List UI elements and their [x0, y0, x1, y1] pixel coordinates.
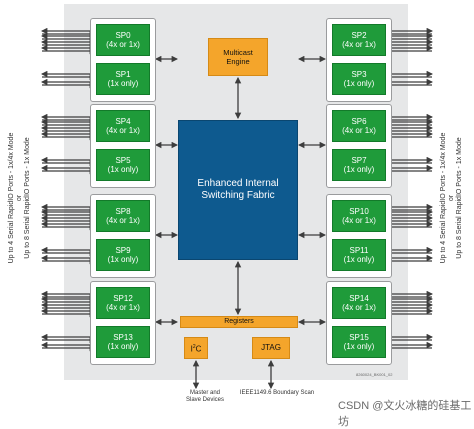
port-sp8: SP8 (4x or 1x): [96, 200, 150, 232]
port-mode: (1x only): [107, 255, 139, 264]
multicast-engine-block: Multicast Engine: [208, 38, 268, 76]
jtag-block: JTAG: [252, 337, 290, 359]
registers-label: Registers: [224, 318, 254, 325]
port-mode: (1x only): [107, 342, 139, 351]
port-mode: (4x or 1x): [342, 126, 376, 135]
port-name: SP9: [115, 245, 131, 255]
port-group-left-1: SP0 (4x or 1x) SP1 (1x only): [90, 18, 156, 102]
csdn-watermark: CSDN @文火冰糖的硅基工坊: [338, 400, 472, 428]
port-sp12: SP12 (4x or 1x): [96, 287, 150, 319]
port-sp3: SP3 (1x only): [332, 63, 386, 95]
port-sp14: SP14 (4x or 1x): [332, 287, 386, 319]
port-sp7: SP7 (1x only): [332, 149, 386, 181]
port-mode: (4x or 1x): [106, 126, 140, 135]
jtag-label: JTAG: [261, 343, 281, 352]
side-label-line2: or: [448, 194, 455, 202]
side-label-line3: Up to 8 Serial RapidIO Ports - 1x Mode: [456, 137, 463, 259]
port-group-right-4: SP14 (4x or 1x) SP15 (1x only): [326, 281, 392, 365]
port-mode: (1x only): [107, 79, 139, 88]
fabric-line2: Switching Fabric: [201, 190, 275, 201]
port-name: SP12: [113, 293, 133, 303]
right-side-label: Up to 4 Serial RapidIO Ports - 1x/4x Mod…: [440, 38, 464, 358]
port-group-left-2: SP4 (4x or 1x) SP5 (1x only): [90, 104, 156, 188]
port-mode: (1x only): [343, 165, 375, 174]
port-sp0: SP0 (4x or 1x): [96, 24, 150, 56]
fabric-line1: Enhanced Internal: [197, 178, 279, 189]
port-name: SP11: [349, 245, 369, 255]
port-mode: (4x or 1x): [342, 216, 376, 225]
port-sp1: SP1 (1x only): [96, 63, 150, 95]
left-side-label: Up to 4 Serial RapidIO Ports - 1x/4x Mod…: [8, 38, 32, 358]
port-group-right-1: SP2 (4x or 1x) SP3 (1x only): [326, 18, 392, 102]
port-name: SP5: [115, 155, 131, 165]
port-group-right-2: SP6 (4x or 1x) SP7 (1x only): [326, 104, 392, 188]
port-mode: (1x only): [343, 342, 375, 351]
port-mode: (4x or 1x): [106, 216, 140, 225]
side-label-line3: Up to 8 Serial RapidIO Ports - 1x Mode: [24, 137, 31, 259]
port-sp2: SP2 (4x or 1x): [332, 24, 386, 56]
port-mode: (4x or 1x): [342, 40, 376, 49]
port-name: SP7: [351, 155, 367, 165]
port-group-left-3: SP8 (4x or 1x) SP9 (1x only): [90, 194, 156, 278]
port-mode: (1x only): [107, 165, 139, 174]
port-name: SP6: [351, 116, 367, 126]
i2c-label: I2C: [185, 343, 207, 354]
port-sp9: SP9 (1x only): [96, 239, 150, 271]
i2c-block: I2C: [184, 337, 208, 359]
port-name: SP4: [115, 116, 131, 126]
side-label-line2: or: [16, 194, 23, 202]
i2c-base: I: [190, 344, 193, 354]
port-sp6: SP6 (4x or 1x): [332, 110, 386, 142]
switching-fabric-block: Enhanced Internal Switching Fabric: [178, 120, 298, 260]
port-sp13: SP13 (1x only): [96, 326, 150, 358]
port-mode: (4x or 1x): [106, 40, 140, 49]
port-name: SP14: [349, 293, 369, 303]
port-name: SP2: [351, 30, 367, 40]
port-sp5: SP5 (1x only): [96, 149, 150, 181]
port-mode: (1x only): [343, 255, 375, 264]
side-label-line1: Up to 4 Serial RapidIO Ports - 1x/4x Mod…: [440, 132, 447, 264]
port-name: SP13: [113, 332, 133, 342]
port-group-left-4: SP12 (4x or 1x) SP13 (1x only): [90, 281, 156, 365]
i2c-rest: C: [195, 344, 202, 354]
port-name: SP10: [349, 206, 369, 216]
side-label-line1: Up to 4 Serial RapidIO Ports - 1x/4x Mod…: [8, 132, 15, 264]
master-slave-line1: Master and: [189, 390, 220, 396]
port-sp10: SP10 (4x or 1x): [332, 200, 386, 232]
port-sp4: SP4 (4x or 1x): [96, 110, 150, 142]
part-number: 8260024_BK001_02: [356, 372, 393, 377]
port-group-right-3: SP10 (4x or 1x) SP11 (1x only): [326, 194, 392, 278]
master-slave-label: Master and Slave Devices: [170, 390, 240, 404]
port-sp15: SP15 (1x only): [332, 326, 386, 358]
port-mode: (4x or 1x): [106, 303, 140, 312]
port-name: SP8: [115, 206, 131, 216]
multicast-line2: Engine: [226, 57, 250, 66]
port-name: SP0: [115, 30, 131, 40]
registers-bar: Registers: [180, 316, 298, 328]
port-name: SP15: [349, 332, 369, 342]
port-name: SP1: [115, 69, 131, 79]
port-sp11: SP11 (1x only): [332, 239, 386, 271]
port-mode: (1x only): [343, 79, 375, 88]
port-mode: (4x or 1x): [342, 303, 376, 312]
boundary-scan-label: IEEE1149.6 Boundary Scan: [239, 390, 315, 396]
i2c-sup: 2: [192, 343, 196, 350]
multicast-line1: Multicast: [223, 48, 253, 57]
port-name: SP3: [351, 69, 367, 79]
master-slave-line2: Slave Devices: [185, 397, 224, 403]
